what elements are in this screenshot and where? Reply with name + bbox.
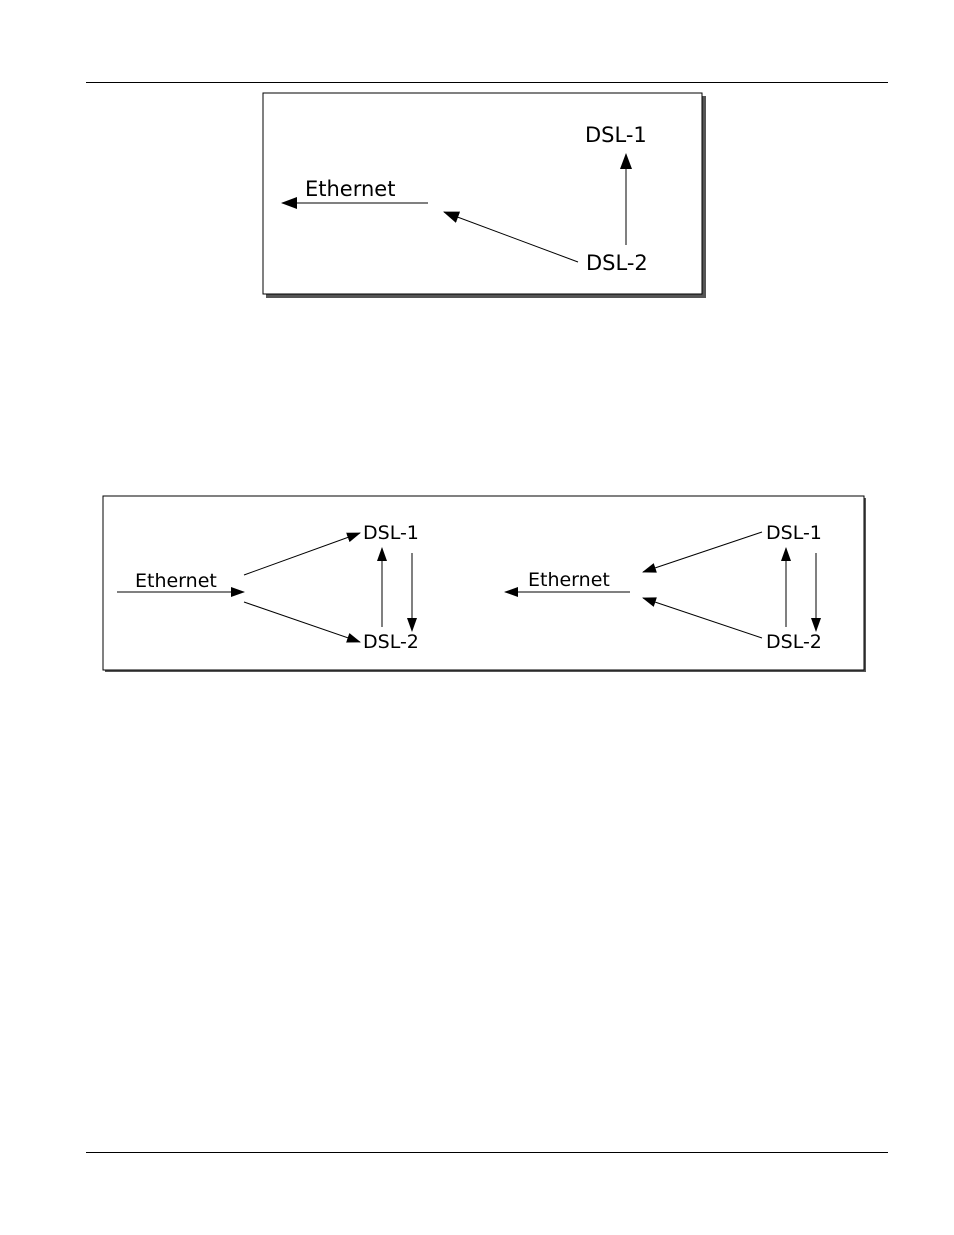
ethernet-label: Ethernet — [305, 177, 395, 201]
diagram-dual-failover: Ethernet DSL-1 DSL-2 Ethernet DSL-1 DSL-… — [102, 495, 866, 672]
left-dsl2-label: DSL-2 — [363, 631, 419, 653]
diagram-single-failover: Ethernet DSL-1 DSL-2 — [262, 92, 706, 298]
frame — [103, 496, 864, 670]
right-ethernet-label: Ethernet — [528, 569, 610, 591]
diagram-single-failover-svg: Ethernet DSL-1 DSL-2 — [262, 92, 706, 298]
right-dsl2-label: DSL-2 — [766, 631, 822, 653]
left-ethernet-label: Ethernet — [135, 570, 217, 592]
left-dsl1-label: DSL-1 — [363, 522, 419, 544]
dsl2-label: DSL-2 — [586, 251, 648, 275]
footer-rule — [86, 1152, 888, 1153]
header-rule — [86, 82, 888, 83]
diagram-dual-failover-svg: Ethernet DSL-1 DSL-2 Ethernet DSL-1 DSL-… — [102, 495, 866, 672]
dsl1-label: DSL-1 — [585, 123, 647, 147]
right-dsl1-label: DSL-1 — [766, 522, 822, 544]
